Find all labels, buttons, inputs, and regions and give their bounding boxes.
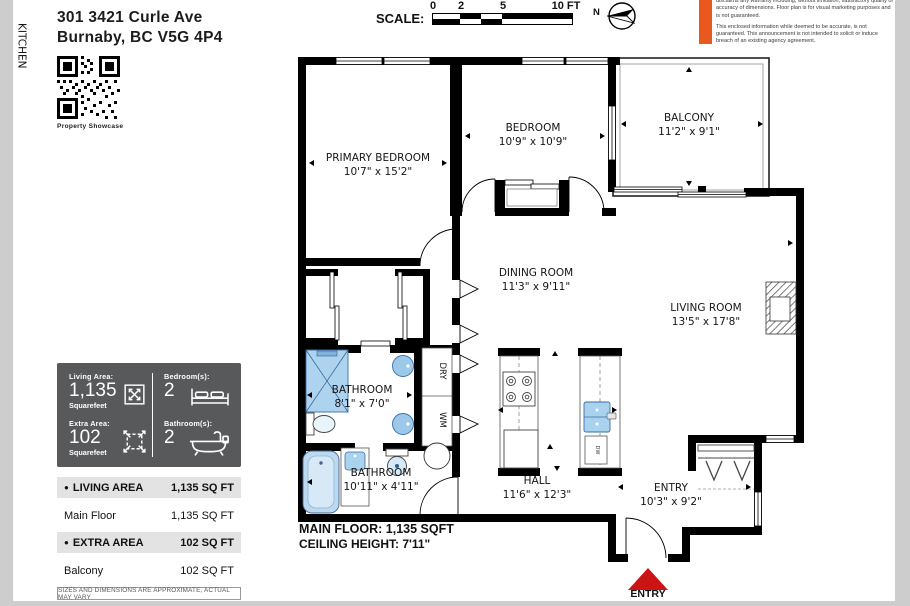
stat-extra-area: Extra Area: 102 Squarefeet [69, 419, 149, 457]
bathtub [302, 450, 340, 514]
summary-row-main-floor: Main Floor 1,135 SQ FT [64, 509, 234, 522]
expand-area-icon [124, 384, 145, 405]
room-label-primary-bedroom: PRIMARY BEDROOM 10'7" x 15'2" [325, 152, 431, 179]
doors [419, 176, 667, 559]
qr-caption: Property Showcase [57, 123, 124, 130]
hall-basin [423, 442, 451, 470]
summary-row-extra-area: ● EXTRA AREA 102 SQ FT [57, 532, 241, 553]
dryer-label: DRY [437, 362, 447, 380]
shower [305, 349, 349, 413]
entry-marker-label: ENTRY [630, 588, 666, 600]
laundry-closet: DRY WM [421, 347, 453, 447]
brand-logo: Realty [699, 0, 712, 44]
room-label-hall: HALL 11'6" x 12'3" [502, 475, 572, 502]
ceiling-height: CEILING HEIGHT: 7'11" [299, 537, 431, 552]
room-label-bedroom: BEDROOM 10'9" x 10'9" [498, 122, 568, 149]
compass-n-label: N [593, 7, 600, 18]
fireplace [765, 281, 797, 335]
room-label-living-room: LIVING ROOM 13'5" x 17'8" [670, 302, 742, 329]
entry-closet [697, 444, 755, 490]
floor-note: MAIN FLOOR: 1,135 SQFT CEILING HEIGHT: 7… [299, 521, 454, 553]
main-floor-area: MAIN FLOOR: 1,135 SQFT [299, 522, 454, 536]
stat-living-area: Living Area: 1,135 Squarefeet [69, 372, 149, 410]
scale-bar [432, 13, 573, 25]
address-line1: 301 3421 Curle Ave [57, 9, 203, 26]
stat-bedrooms: Bedroom(s): 2 [164, 372, 236, 406]
vanity-sink [340, 447, 370, 507]
washer-label: WM [437, 412, 447, 428]
room-label-balcony: BALCONY 11'2" x 9'1" [658, 112, 720, 139]
extra-area-icon [123, 430, 146, 453]
dimensions-disclaimer: SIZES AND DIMENSIONS ARE APPROXIMATE, AC… [57, 587, 241, 601]
compass-icon [606, 2, 636, 30]
summary-row-balcony: Balcony 102 SQ FT [64, 564, 234, 577]
stove [502, 371, 536, 407]
stat-bathrooms: Bathroom(s): 2 [164, 419, 236, 456]
scale-tick-10: 10 FT [551, 0, 581, 12]
toilet [305, 412, 336, 436]
toilet [385, 448, 409, 476]
address-line2: Burnaby, BC V5G 4P4 [57, 29, 223, 47]
summary-row-living-area: ● LIVING AREA 1,135 SQ FT [57, 477, 241, 498]
room-label-bathroom-main: BATHROOM 10'11" x 4'11" [343, 467, 419, 494]
room-label-dining-room: DINING ROOM 11'3" x 9'11" [498, 267, 574, 294]
scale-tick-0: 0 [429, 0, 437, 12]
dimension-arrows [307, 67, 793, 490]
bullet-icon: ● [64, 538, 69, 547]
stats-divider [152, 373, 153, 457]
disclaimer-paragraph-2: This enclosed information while deemed t… [716, 23, 878, 45]
room-label-entry: ENTRY 10'3" x 9'2" [640, 482, 702, 509]
bullet-icon: ● [64, 483, 69, 492]
scale-tick-2: 2 [457, 0, 465, 12]
entry-arrow [628, 568, 668, 590]
stats-panel: Living Area: 1,135 Squarefeet Bedroom(s)… [57, 363, 241, 467]
bathtub-icon [189, 431, 229, 456]
room-label-bathroom-ensuite: BATHROOM 8'1" x 7'0" [331, 384, 393, 411]
svg-text:DW: DW [594, 446, 600, 455]
scale-tick-5: 5 [499, 0, 507, 12]
bed-icon [191, 388, 229, 406]
windows [329, 57, 795, 527]
property-address: 301 3421 Curle Ave Burnaby, BC V5G 4P4 [57, 8, 223, 49]
kitchen-sink [583, 401, 617, 433]
kitchen-cabinet [503, 429, 539, 469]
disclaimer-paragraph-1: disclaims any warranty including, withou… [716, 0, 894, 19]
bifold-doors [459, 279, 480, 434]
sink [392, 355, 414, 435]
scale-label: SCALE: [376, 11, 425, 26]
qr-code [57, 56, 120, 119]
dishwasher: DW [584, 435, 608, 465]
disclaimer-text: disclaims any warranty including, withou… [716, 0, 894, 50]
